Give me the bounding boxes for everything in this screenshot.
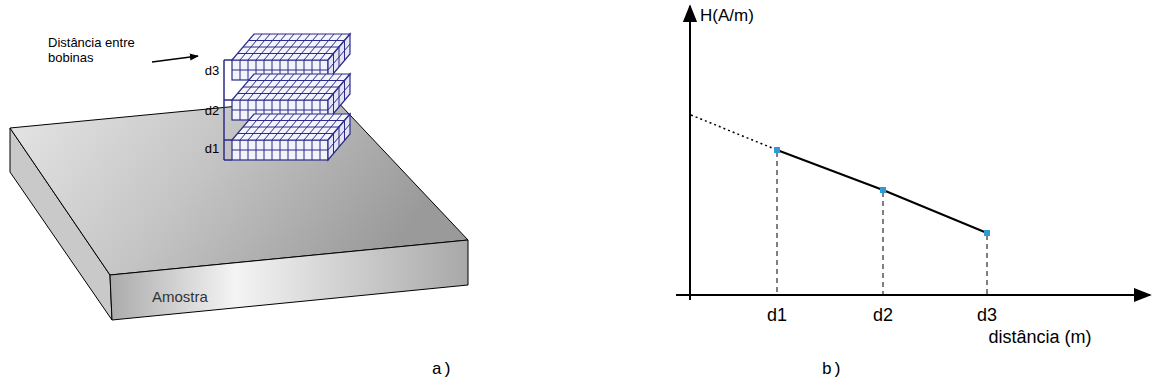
distance-bracket <box>224 60 232 160</box>
data-point <box>880 187 886 193</box>
distance-label: d3 <box>205 64 219 79</box>
distance-label: d1 <box>205 142 219 157</box>
y-axis <box>689 6 691 300</box>
dashed-drop <box>883 192 884 295</box>
slab-front <box>110 240 468 320</box>
distance-label: d2 <box>205 104 219 119</box>
data-point <box>774 147 780 153</box>
dashed-drop <box>987 235 988 295</box>
dashed-drop <box>777 152 778 295</box>
coil-distance-note: Distância entre bobinas <box>48 36 138 66</box>
coil <box>232 34 350 80</box>
axis-tick-label: d3 <box>977 305 997 326</box>
axis-title: H(A/m) <box>700 6 754 26</box>
leader-arrow <box>152 56 198 62</box>
sample-slab: Amostra <box>6 92 474 324</box>
coil <box>232 74 350 120</box>
slab-shape <box>6 92 474 324</box>
field-line <box>777 150 987 233</box>
axis-title: distância (m) <box>988 327 1091 348</box>
x-axis <box>676 294 1150 296</box>
panel-caption: a) <box>432 360 452 380</box>
sample-label: Amostra <box>152 288 208 305</box>
axis-tick-label: d2 <box>873 305 893 326</box>
axis-tick-label: d1 <box>767 305 787 326</box>
panel-caption: b) <box>822 360 842 380</box>
coil <box>232 114 350 160</box>
data-point <box>984 230 990 236</box>
extrapolation-line <box>691 115 777 150</box>
